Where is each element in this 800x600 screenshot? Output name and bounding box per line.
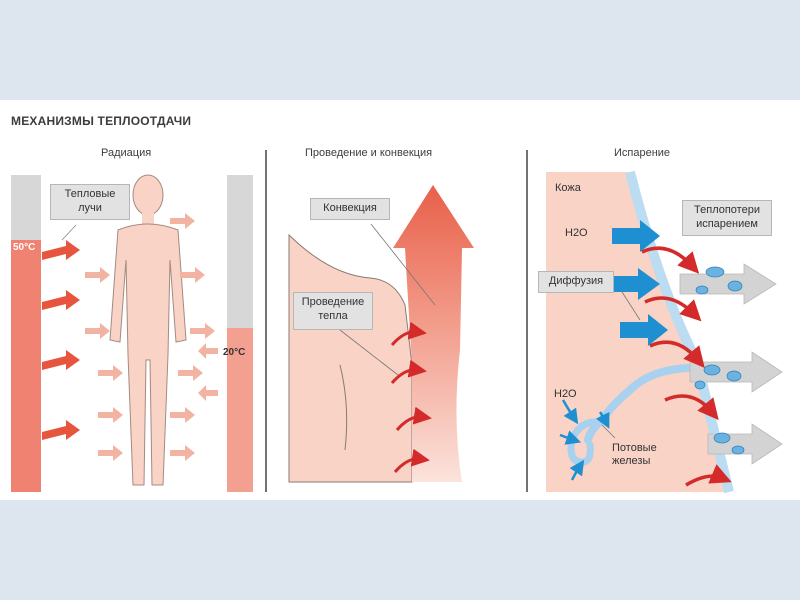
evap-loss-line1: Теплопотери: [694, 204, 760, 216]
conduction-title: Проведение и конвекция: [305, 147, 433, 159]
sweat-gland: [567, 418, 604, 466]
convection-label: Конвекция: [310, 198, 390, 220]
rays-label-line2: лучи: [78, 201, 102, 214]
heat-arrows: [641, 246, 732, 487]
rays-label: Тепловые лучи: [50, 184, 130, 220]
temp-hot: 50°C: [13, 242, 36, 253]
diagram-title: МЕХАНИЗМЫ ТЕПЛООТДАЧИ: [11, 114, 192, 128]
evap-loss-line2: испарением: [696, 217, 758, 230]
conduction-label: Проведение тепла: [293, 292, 373, 330]
radiation-title: Радиация: [101, 147, 152, 159]
convection-pointer: [370, 223, 436, 306]
cold-column: [227, 328, 253, 492]
conduction-label-line1: Проведение: [301, 296, 365, 308]
conduction-label-line2: тепла: [318, 309, 348, 322]
conduction-arrows: [390, 321, 432, 473]
diffusion-label: Диффузия: [538, 271, 614, 293]
hot-column: [11, 240, 41, 492]
skin-label: Кожа: [555, 182, 581, 194]
evap-loss-label: Теплопотери испарением: [682, 200, 772, 236]
shoulder-body: [288, 233, 413, 483]
conduction-pointer: [339, 329, 399, 376]
h2o-bottom: H2O: [554, 388, 577, 400]
radiation-rays-body: [85, 213, 218, 461]
diffusion-pointer: [621, 291, 641, 321]
evaporation-panel: [546, 170, 783, 494]
rays-label-line1: Тепловые: [64, 188, 116, 200]
sweat-line1: Потовые: [612, 442, 657, 454]
water-droplets: [694, 266, 745, 455]
diffusion-arrows: [610, 220, 668, 346]
radiation-panel: [11, 174, 253, 492]
sweat-pointer: [601, 424, 616, 439]
sweat-line2: железы: [612, 455, 651, 468]
sweat-label: Потовые железы: [612, 442, 657, 468]
sweat-duct: [584, 364, 692, 444]
radiation-rays-hot: [42, 240, 80, 440]
slide: МЕХАНИЗМЫ ТЕПЛООТДАЧИ Радиация Проведени…: [0, 100, 800, 500]
rays-pointer: [61, 224, 77, 241]
h2o-top: H2O: [565, 227, 588, 239]
evaporation-title: Испарение: [614, 147, 671, 159]
conduction-panel: [288, 185, 474, 483]
diagram-canvas: [11, 150, 783, 494]
temp-cold: 20°C: [223, 347, 246, 358]
arm-line: [339, 364, 348, 451]
human-body: [109, 174, 187, 486]
gland-arrows: [559, 399, 610, 481]
